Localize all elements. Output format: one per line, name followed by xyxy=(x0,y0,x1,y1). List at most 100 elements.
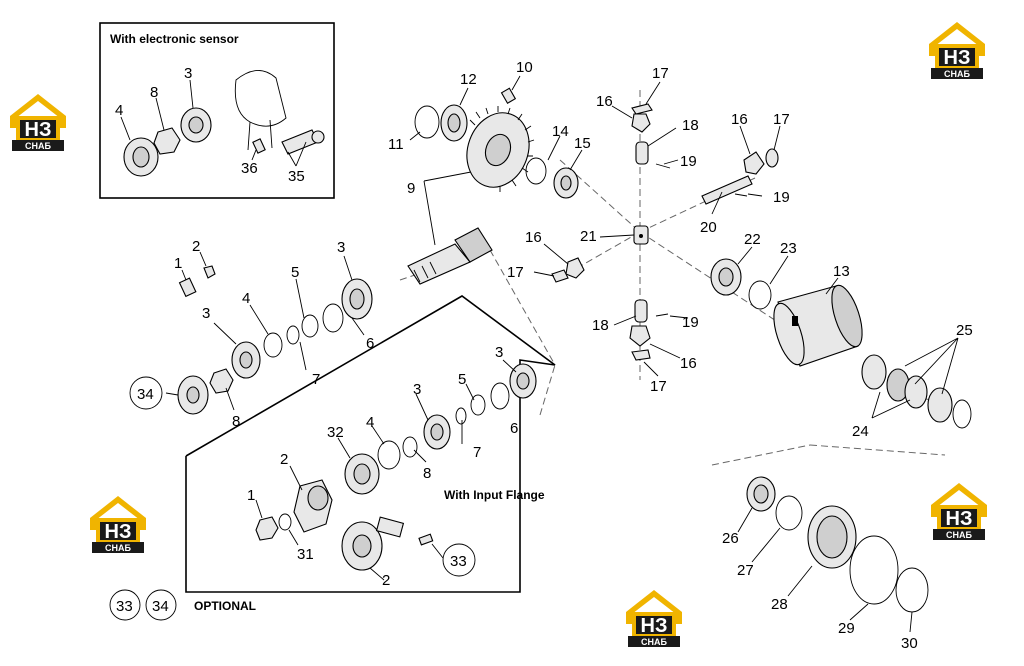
callout-21: 21 xyxy=(580,228,597,245)
clutch-disc-24a xyxy=(861,354,887,390)
sensor-inset: With electronic sensor 4 8 3 36 35 xyxy=(99,22,335,199)
bolt-33 xyxy=(418,533,434,546)
callout-4: 4 xyxy=(115,102,123,119)
callout-36: 36 xyxy=(241,160,258,177)
svg-text:СНАБ: СНАБ xyxy=(105,543,131,553)
clutch-disc-24c xyxy=(927,387,953,423)
callout-3-flange-b: 3 xyxy=(413,381,421,398)
callout-2-flange-lower: 2 xyxy=(382,572,390,589)
legend-33: 33 xyxy=(116,598,133,615)
pinion-gear-16-left xyxy=(565,257,585,279)
callout-19-top: 19 xyxy=(680,153,697,170)
callout-16-right: 16 xyxy=(731,111,748,128)
callout-5: 5 xyxy=(291,264,299,281)
callout-17-bottom: 17 xyxy=(650,378,667,395)
callout-8-flange: 8 xyxy=(423,465,431,482)
callout-12: 12 xyxy=(460,71,477,88)
callout-19-right: 19 xyxy=(773,189,790,206)
callout-17-top: 17 xyxy=(652,65,669,82)
callout-3-flange-a: 3 xyxy=(495,344,503,361)
callout-27: 27 xyxy=(737,562,754,579)
callout-1: 1 xyxy=(174,255,182,272)
optional-legend: 33 34 OPTIONAL xyxy=(109,589,256,621)
callout-8-stack: 8 xyxy=(232,413,240,430)
callout-23: 23 xyxy=(780,240,797,257)
callout-17-right: 17 xyxy=(773,111,790,128)
watermark-logo-1: НЗ СНАБ xyxy=(10,94,66,151)
clutch-disc-24b xyxy=(904,375,928,409)
washer-17-top xyxy=(631,103,653,115)
callout-7: 7 xyxy=(312,371,320,388)
callout-6: 6 xyxy=(366,335,374,352)
callout-28: 28 xyxy=(771,596,788,613)
lower-bearing-group: 26 27 28 29 30 xyxy=(722,476,929,652)
callout-17-left: 17 xyxy=(507,264,524,281)
pinion-gear-16-bottom xyxy=(629,325,651,347)
legend-34: 34 xyxy=(152,598,169,615)
seal-4 xyxy=(263,332,283,358)
bolt-10 xyxy=(500,87,517,104)
housing-group: 22 23 13 25 24 xyxy=(710,231,973,440)
callout-22: 22 xyxy=(744,231,761,248)
callout-31: 31 xyxy=(297,546,314,563)
callout-20: 20 xyxy=(700,219,717,236)
svg-text:СНАБ: СНАБ xyxy=(944,69,970,79)
callout-4-flange: 4 xyxy=(366,414,374,431)
snap-ring-11 xyxy=(414,105,440,139)
flange-shim-6 xyxy=(490,382,510,410)
callout-16-top: 16 xyxy=(596,93,613,110)
callout-2-flange-upper: 2 xyxy=(280,451,288,468)
callout-3-lower: 3 xyxy=(202,305,210,322)
callout-18-bottom: 18 xyxy=(592,317,609,334)
callout-24: 24 xyxy=(852,423,869,440)
input-flange-box: With Input Flange 3 5 6 7 3 4 3 2 8 2 1 xyxy=(185,295,556,593)
flange-nut-8 xyxy=(402,436,418,458)
thrust-washer-14 xyxy=(525,157,547,185)
callout-34: 34 xyxy=(137,386,154,403)
flange-nut-1 xyxy=(255,516,279,541)
pinion-gear-16-right xyxy=(743,151,765,175)
snap-ring-30 xyxy=(895,567,929,613)
washer-17-bottom xyxy=(631,349,651,361)
sensor-screw-36 xyxy=(252,138,266,154)
spacer-5 xyxy=(301,314,319,338)
callout-30: 30 xyxy=(901,635,918,652)
nut-2 xyxy=(203,265,216,279)
callout-7-flange: 7 xyxy=(473,444,481,461)
callout-6-flange: 6 xyxy=(510,420,518,437)
clutch-ring-25 xyxy=(952,399,972,429)
svg-text:НЗ: НЗ xyxy=(105,521,132,543)
callout-29: 29 xyxy=(838,620,855,637)
pinion-group: 9 11 12 10 xyxy=(388,59,535,285)
callout-4-stack: 4 xyxy=(242,290,250,307)
svg-text:СНАБ: СНАБ xyxy=(25,141,51,151)
callout-10: 10 xyxy=(516,59,533,76)
callout-33: 33 xyxy=(450,553,467,570)
callout-14: 14 xyxy=(552,123,569,140)
pin-18-bottom xyxy=(634,299,648,323)
callout-2: 2 xyxy=(192,238,200,255)
callout-5-flange: 5 xyxy=(458,371,466,388)
thrust-washer-23 xyxy=(748,280,772,310)
callout-15: 15 xyxy=(574,135,591,152)
callout-35: 35 xyxy=(288,168,305,185)
callout-16-bottom: 16 xyxy=(680,355,697,372)
callout-3: 3 xyxy=(184,65,192,82)
svg-text:НЗ: НЗ xyxy=(946,508,973,530)
ring-7 xyxy=(286,325,300,345)
callout-1-flange: 1 xyxy=(247,487,255,504)
sensor-nut-8 xyxy=(153,127,181,155)
callout-13: 13 xyxy=(833,263,850,280)
svg-text:СНАБ: СНАБ xyxy=(946,530,972,540)
o-ring-31 xyxy=(278,513,292,531)
watermark-logo-5: НЗ СНАБ xyxy=(626,590,682,647)
flange-spacer-5 xyxy=(470,394,486,416)
pin-18-top xyxy=(635,141,649,165)
pinion-gear-16-top xyxy=(631,113,651,133)
callout-9: 9 xyxy=(407,180,415,197)
shim-6 xyxy=(322,303,344,333)
input-flange-caption: With Input Flange xyxy=(444,488,545,502)
ring-29 xyxy=(849,535,899,605)
watermark-logo-3: НЗ СНАБ xyxy=(90,496,146,553)
